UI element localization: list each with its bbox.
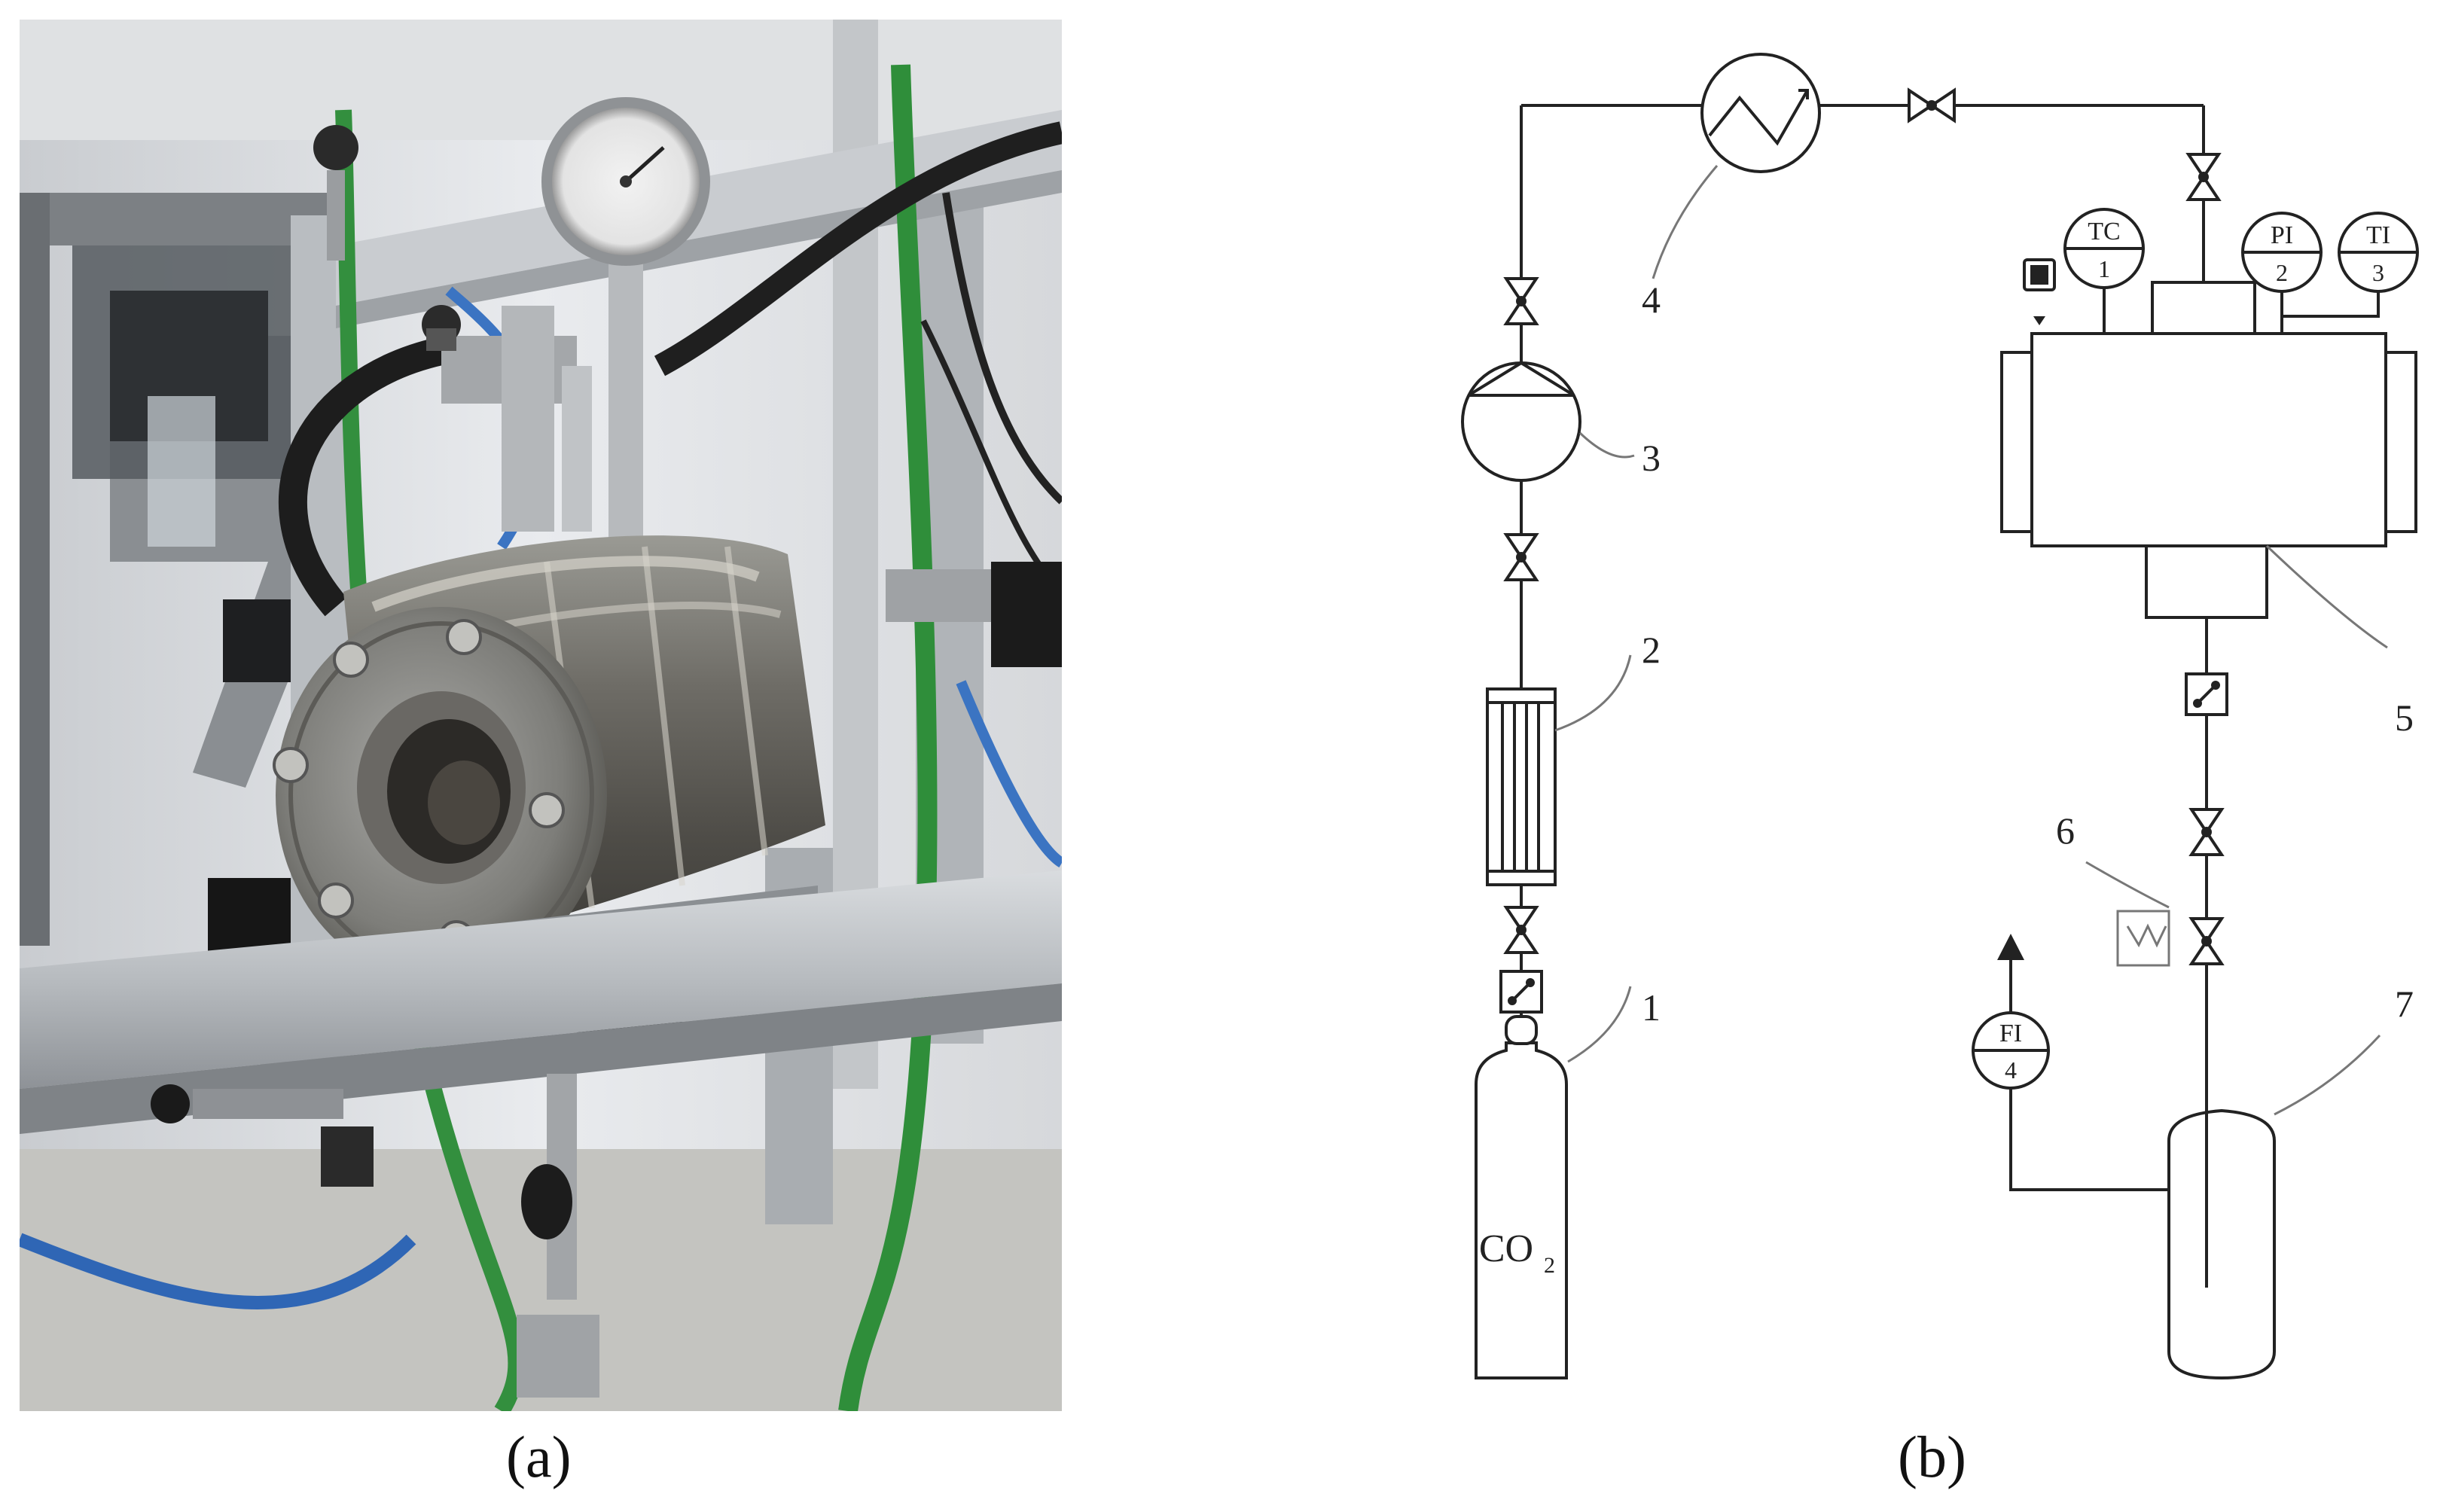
valve-v7-micrometering	[2188, 917, 2225, 965]
photo-panel	[17, 20, 1065, 1416]
caption-b: (b)	[1898, 1424, 1966, 1489]
label-1: 1	[1642, 986, 1661, 1029]
svg-text:1: 1	[2098, 255, 2110, 282]
valve-v3	[1503, 277, 1539, 325]
valve-v5	[2185, 153, 2222, 201]
svg-text:FI: FI	[1999, 1020, 2022, 1047]
schematic-panel: CO 2	[1386, 30, 2440, 1401]
valve-heater	[2116, 910, 2170, 967]
valve-v2	[1503, 533, 1539, 581]
cooler-unit	[1486, 687, 1557, 886]
instrument-pi2: PI 2	[2241, 212, 2323, 293]
line-filter-right	[2185, 672, 2228, 716]
gas-label: CO	[1479, 1227, 1533, 1270]
valve-v1	[1503, 906, 1539, 954]
vent-arrow-icon	[1997, 934, 2024, 960]
svg-text:3: 3	[2372, 259, 2384, 286]
svg-text:TI: TI	[2366, 221, 2390, 249]
svg-text:4: 4	[2005, 1056, 2017, 1084]
label-6: 6	[2056, 809, 2075, 852]
label-7: 7	[2395, 983, 2414, 1025]
caption-a: (a)	[506, 1424, 572, 1489]
svg-text:2: 2	[2276, 259, 2288, 286]
leader-lines	[1554, 165, 2388, 1116]
heater-exchanger	[1700, 53, 1821, 173]
level-sensor-icon	[2023, 258, 2056, 325]
svg-text:PI: PI	[2271, 221, 2293, 249]
instrument-tc1: TC 1	[2063, 208, 2145, 289]
label-5: 5	[2395, 697, 2414, 739]
label-3: 3	[1642, 437, 1661, 479]
valve-v4	[1908, 87, 1956, 123]
process-flow-diagram: CO 2	[1461, 53, 2419, 1380]
valve-v6	[2188, 808, 2225, 856]
svg-text:TC: TC	[2088, 218, 2120, 245]
instrument-ti3: TI 3	[2338, 212, 2419, 293]
pump	[1461, 361, 1581, 482]
instrument-fi4: FI 4	[1972, 1011, 2050, 1090]
extraction-vessel	[2000, 281, 2417, 619]
gas-subscript: 2	[1544, 1253, 1555, 1278]
line-filter-left	[1499, 970, 1543, 1014]
apparatus-photo	[17, 20, 1065, 1416]
label-4: 4	[1642, 279, 1661, 321]
co2-cylinder: CO 2	[1475, 1015, 1568, 1379]
separator-vessel	[2167, 1108, 2276, 1380]
label-2: 2	[1642, 629, 1661, 671]
